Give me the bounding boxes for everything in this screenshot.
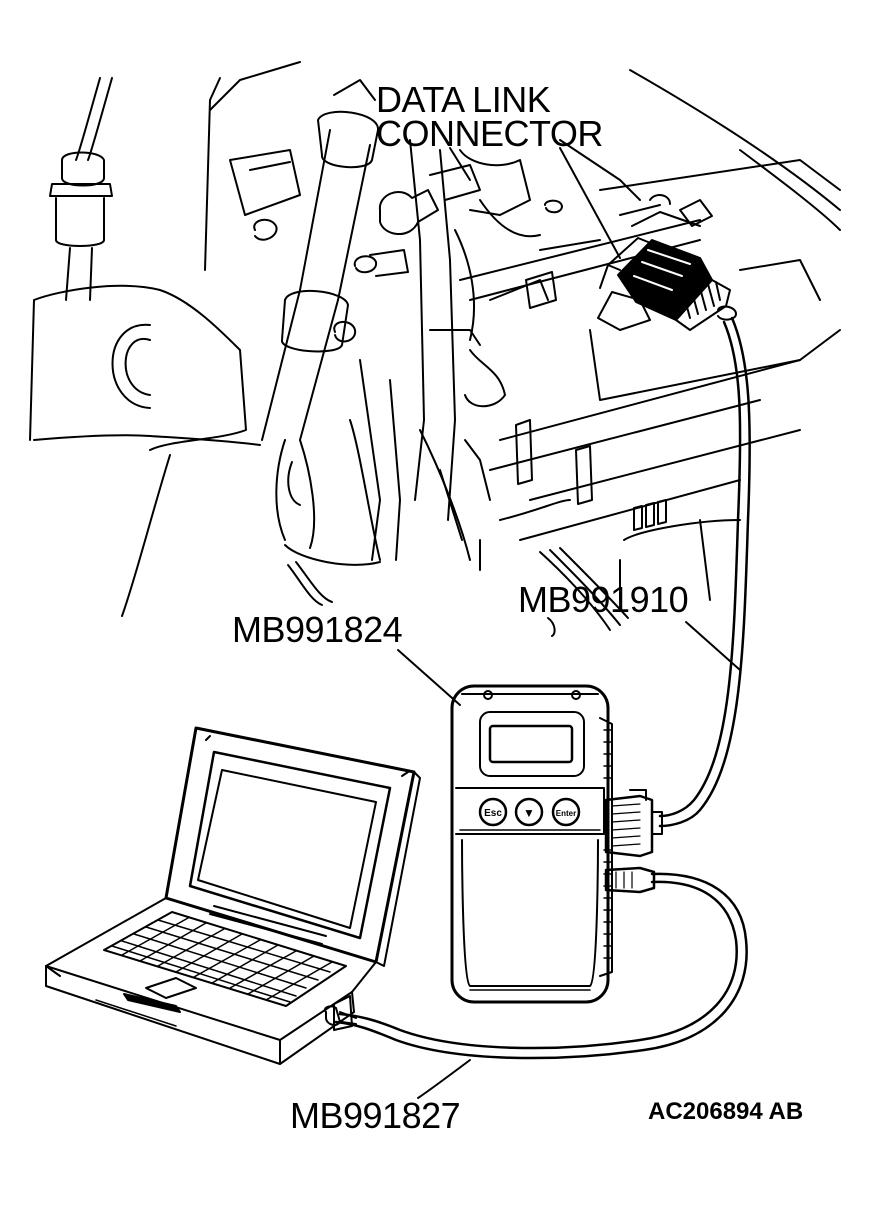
data-link-connector-label-line2: CONNECTOR [376, 113, 603, 154]
mb991824-label: MB991824 [232, 609, 403, 650]
enter-button-label: Enter [556, 809, 576, 818]
cable-mb991827 [334, 872, 748, 1060]
usb-plug-laptop [339, 1011, 357, 1025]
down-button-label: ▼ [523, 806, 535, 820]
mb991827-label: MB991827 [290, 1095, 461, 1136]
data-link-connector-label-line1: DATA LINK [376, 79, 551, 120]
leader-lines [397, 147, 741, 1099]
dashboard-underside-drawing [29, 61, 841, 637]
mut-device-mb991824: Esc ▼ Enter [450, 684, 663, 1004]
cable-mb991910 [658, 316, 751, 828]
esc-button-label: Esc [484, 808, 502, 819]
laptop-pc [45, 726, 421, 1065]
figure-id-label: AC206894 AB [648, 1098, 804, 1125]
mb991910-label: MB991910 [518, 579, 689, 620]
data-link-connector-plug [597, 211, 737, 331]
